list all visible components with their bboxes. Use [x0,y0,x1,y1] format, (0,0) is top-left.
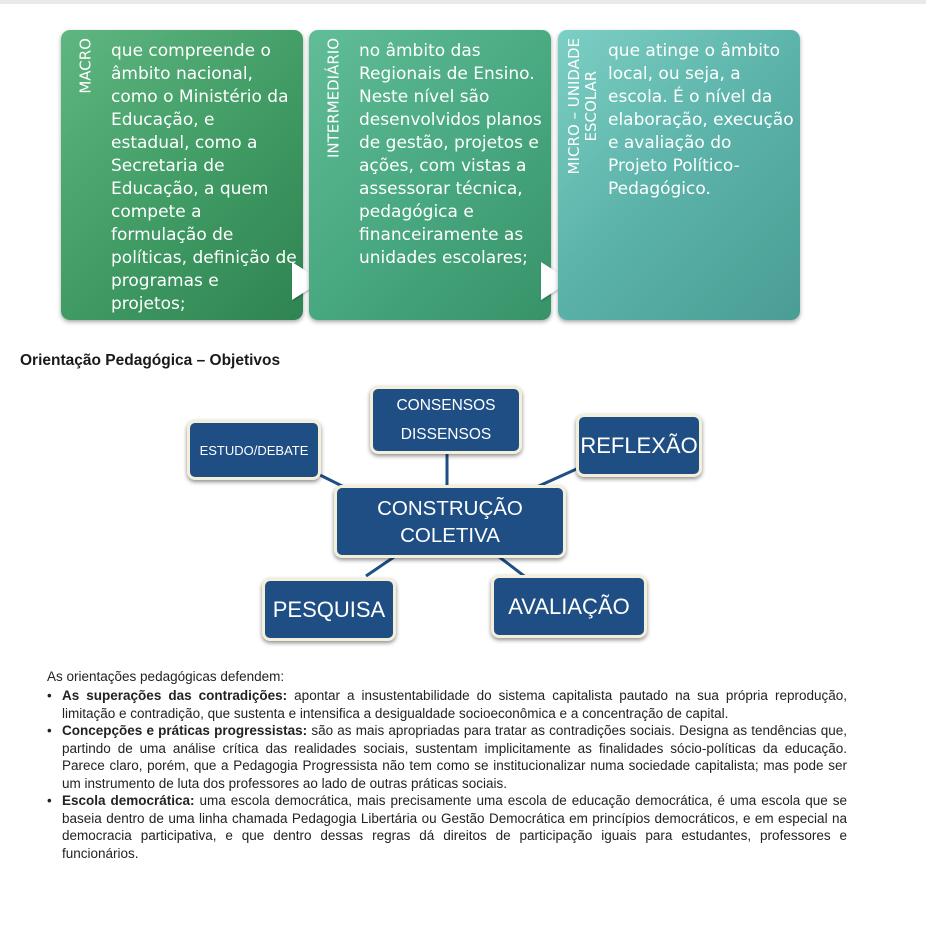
bullet-term: Concepções e práticas progressistas: [62,723,308,738]
process-box-intermediario: INTERMEDIÁRIO no âmbito das Regionais de… [309,30,551,320]
node-label: AVALIAÇÃO [508,593,630,619]
node-label: REFLEXÃO [580,432,698,458]
bullet-icon: • [47,723,52,738]
bullet-list: • As superações das contradições: apontar… [47,687,847,862]
top-divider [0,0,926,4]
bullet-icon: • [47,688,52,703]
node-reflexao: REFLEXÃO [576,414,702,477]
bullet-text: apontar a insustentabilidade do sistema … [62,688,847,721]
node-construcao-coletiva: CONSTRUÇÃO COLETIVA [334,485,566,558]
node-estudo-debate: ESTUDO/DEBATE [187,420,321,480]
bullet-item: • Escola democrática: uma escola democrát… [47,792,847,862]
bullet-term: As superações das contradições: [62,688,288,703]
node-consensos-dissensos: CONSENSOS DISSENSOS [370,386,522,454]
node-label: COLETIVA [400,523,500,547]
bullet-text: são as mais apropriadas para tratar as c… [62,723,847,791]
node-label: ESTUDO/DEBATE [199,442,309,458]
bullet-item: • Concepções e práticas progressistas: sã… [47,722,847,792]
node-pesquisa: PESQUISA [262,578,396,641]
connector-pesquisa [365,553,398,578]
process-box-macro: MACRO que compreende o âmbito nacional, … [61,30,303,320]
process-text: que atinge o âmbito local, ou seja, a es… [608,41,794,199]
node-label: PESQUISA [272,596,386,622]
node-label: CONSENSOS [396,397,496,414]
node-label: DISSENSOS [400,426,492,443]
bullet-icon: • [47,793,52,808]
node-avaliacao: AVALIAÇÃO [491,575,647,638]
intro-text: As orientações pedagógicas defendem: [47,669,285,684]
bullet-term: Escola democrática: [62,793,195,808]
section-title: Orientação Pedagógica – Objetivos [20,352,281,369]
process-text: no âmbito das Regionais de Ensino. Neste… [359,41,542,268]
node-label: CONSTRUÇÃO [377,496,523,520]
bullet-item: • As superações das contradições: apontar… [47,687,847,722]
process-text: que compreende o âmbito nacional, como o… [111,41,297,314]
bullet-text: uma escola democrática, mais precisament… [62,793,848,861]
